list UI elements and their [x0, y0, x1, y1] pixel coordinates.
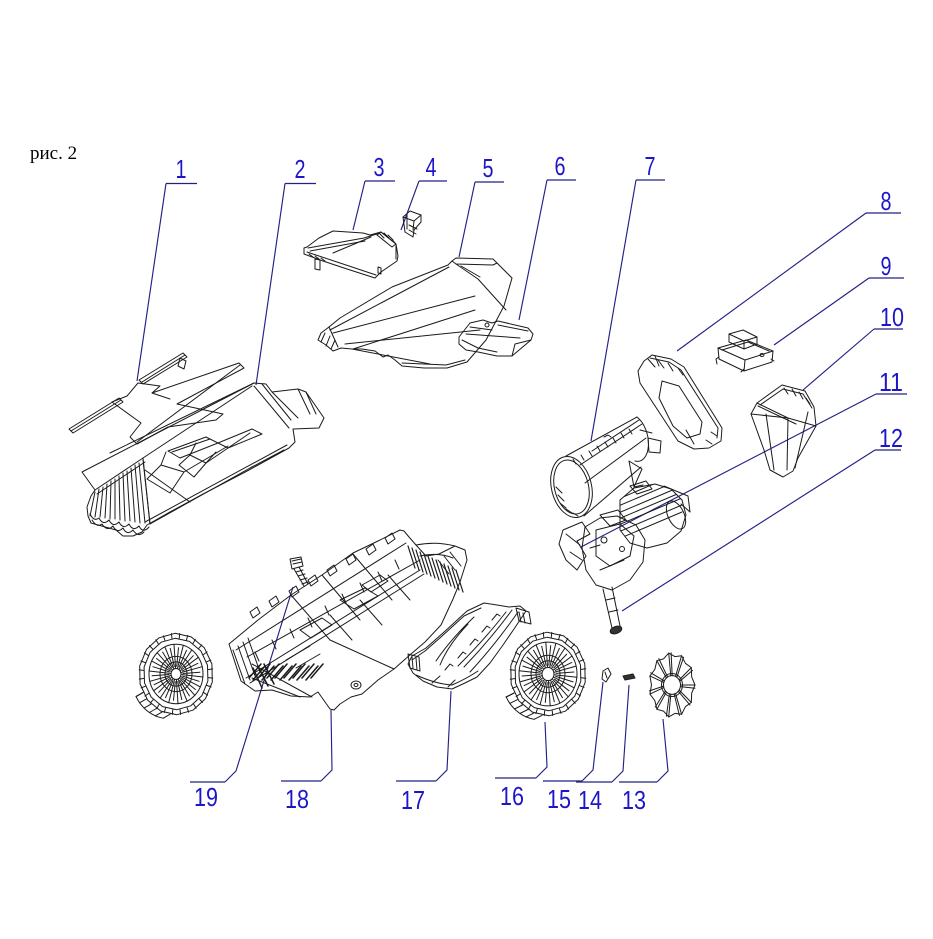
svg-text:18: 18: [285, 784, 309, 814]
svg-text:12: 12: [879, 423, 903, 453]
svg-text:9: 9: [881, 251, 892, 281]
svg-text:4: 4: [426, 152, 437, 182]
svg-text:17: 17: [401, 785, 425, 815]
svg-text:14: 14: [578, 785, 602, 815]
svg-text:19: 19: [194, 782, 218, 812]
svg-text:8: 8: [881, 186, 892, 216]
svg-text:7: 7: [645, 151, 656, 181]
svg-text:6: 6: [555, 151, 566, 181]
svg-text:5: 5: [483, 153, 494, 183]
svg-text:2: 2: [295, 154, 306, 184]
svg-text:3: 3: [374, 152, 385, 182]
svg-text:15: 15: [547, 784, 571, 814]
svg-text:рис. 2: рис. 2: [30, 143, 77, 164]
svg-text:13: 13: [622, 785, 646, 815]
svg-text:1: 1: [176, 154, 187, 184]
svg-text:10: 10: [880, 302, 904, 332]
svg-text:16: 16: [500, 781, 524, 811]
svg-text:11: 11: [879, 367, 903, 397]
